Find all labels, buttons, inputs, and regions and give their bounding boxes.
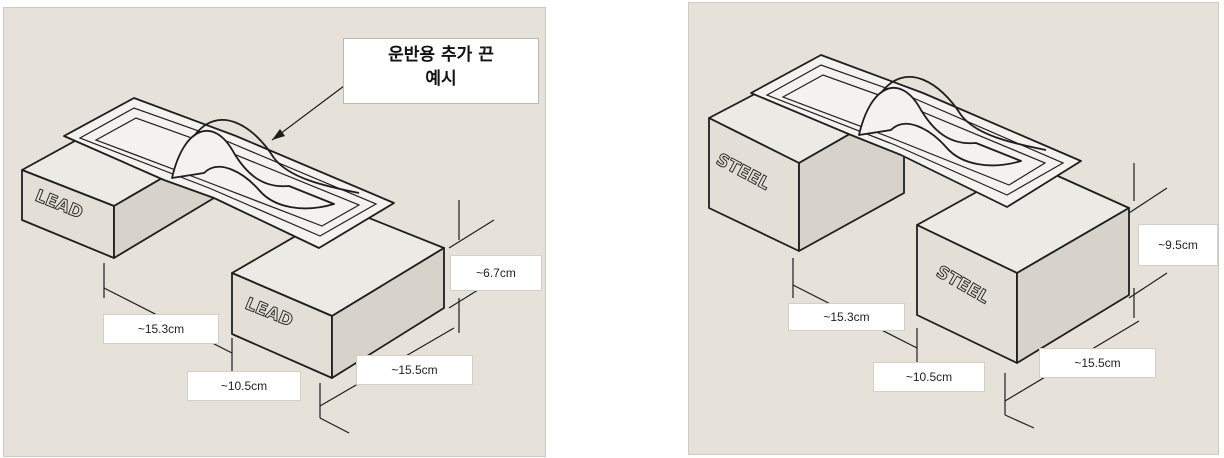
lead-height-label: ~6.7cm <box>450 255 542 291</box>
steel-width-label: ~10.5cm <box>873 362 985 392</box>
lead-strap <box>63 97 395 249</box>
steel-height-label: ~9.5cm <box>1138 224 1218 266</box>
callout-arrow <box>271 85 345 141</box>
steel-depth-label: ~15.5cm <box>1039 348 1156 378</box>
strap-callout-box: 운반용 추가 끈 예시 <box>343 38 539 104</box>
steel-strap <box>750 54 1082 208</box>
lead-weight-drawing: LEAD LEAD <box>21 85 495 434</box>
callout-line-1: 운반용 추가 끈 <box>388 45 494 65</box>
lead-width-label: ~10.5cm <box>187 371 301 401</box>
lead-weight-diagram: LEAD LEAD 운반용 추가 끈 예시 ~6.7cm ~15.3cm ~10… <box>3 7 546 457</box>
lead-block-right <box>231 207 445 379</box>
steel-length-label: ~15.3cm <box>788 303 905 331</box>
steel-weight-diagram: STEEL STEEL ~9.5cm ~15.3cm ~10.5cm ~15.5… <box>688 2 1219 455</box>
steel-block-right <box>916 162 1130 364</box>
callout-line-2: 예시 <box>425 69 457 89</box>
lead-depth-label: ~15.5cm <box>356 355 473 385</box>
lead-length-label: ~15.3cm <box>103 314 219 344</box>
steel-weight-drawing: STEEL STEEL <box>708 54 1168 429</box>
